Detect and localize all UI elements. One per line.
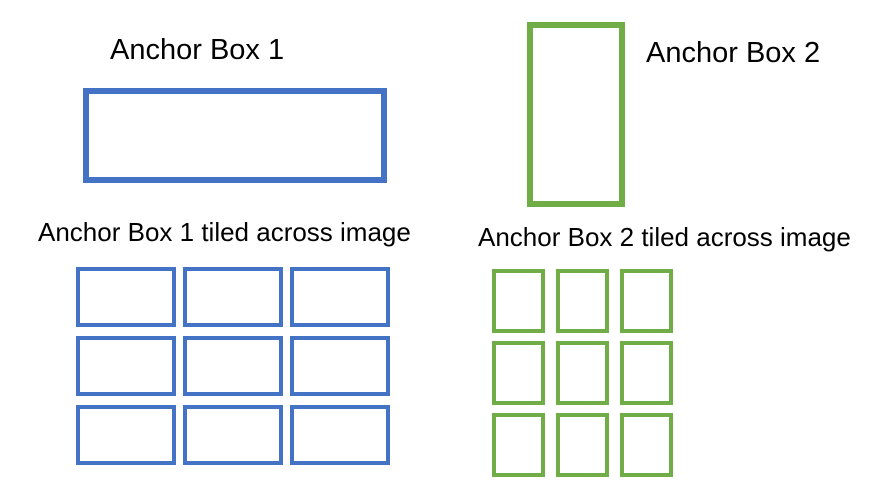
anchor-box-1-tile — [183, 267, 283, 327]
anchor-box-1-tile — [183, 405, 283, 465]
anchor-box-2-tiled-grid — [492, 269, 673, 477]
anchor-box-1-title: Anchor Box 1 — [110, 34, 285, 66]
anchor-box-2-tile — [556, 413, 609, 477]
anchor-box-1-tile — [183, 336, 283, 396]
anchor-box-2-tiled-label: Anchor Box 2 tiled across image — [478, 222, 851, 252]
anchor-box-1-tile — [76, 405, 176, 465]
anchor-box-2-tile — [620, 413, 673, 477]
anchor-box-2-tile — [492, 413, 545, 477]
anchor-box-1-tile — [76, 336, 176, 396]
anchor-box-2-shape — [527, 22, 625, 207]
anchor-box-1-tiled-label: Anchor Box 1 tiled across image — [38, 217, 411, 247]
anchor-box-1-tile — [290, 336, 390, 396]
anchor-box-2-tile — [492, 341, 545, 405]
anchor-box-2-tile — [492, 269, 545, 333]
anchor-box-1-shape — [83, 88, 387, 183]
anchor-box-2-tile — [620, 341, 673, 405]
anchor-box-2-tile — [556, 341, 609, 405]
anchor-box-1-tiled-grid — [76, 267, 390, 465]
anchor-box-2-tile — [620, 269, 673, 333]
anchor-box-1-tile — [290, 267, 390, 327]
anchor-box-2-title: Anchor Box 2 — [646, 37, 821, 69]
anchor-box-2-tile — [556, 269, 609, 333]
anchor-box-1-tile — [290, 405, 390, 465]
anchor-box-1-tile — [76, 267, 176, 327]
